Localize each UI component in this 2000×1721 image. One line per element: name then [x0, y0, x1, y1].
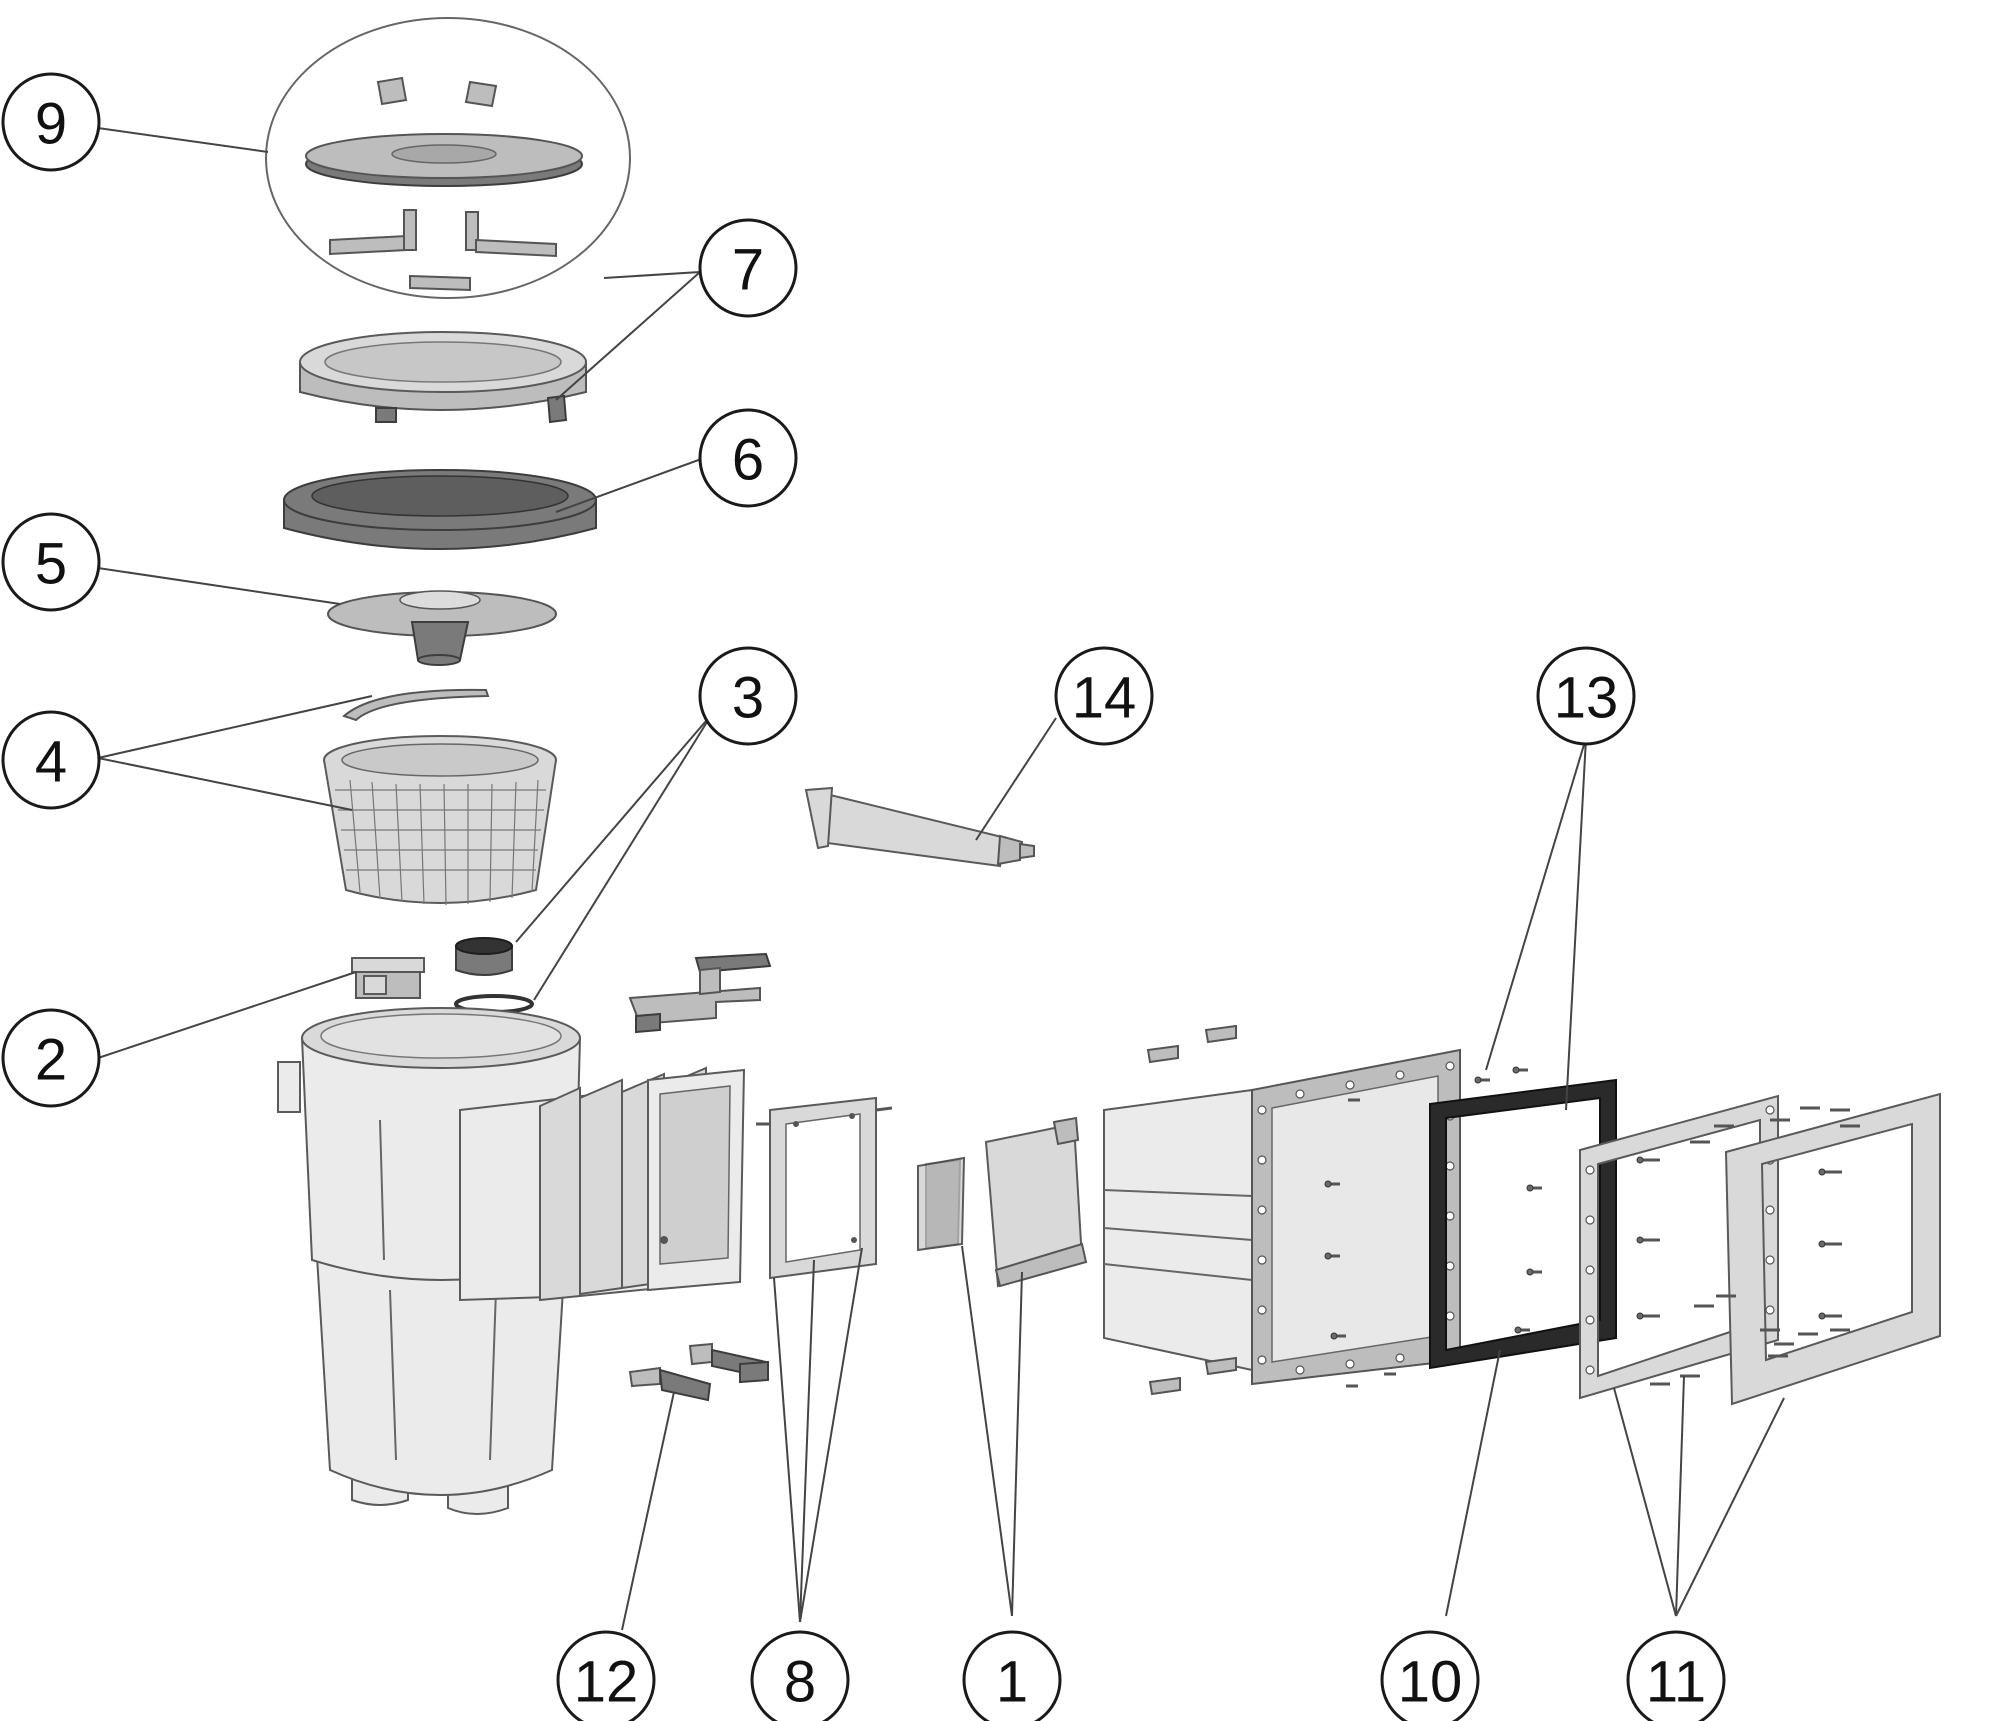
callout-5: 5 — [1, 512, 101, 612]
part-4-basket — [323, 688, 557, 906]
part-6-adaptor-ring — [283, 469, 597, 550]
skimmer-body — [277, 1007, 746, 1515]
callout-8-label: 8 — [784, 1650, 816, 1715]
callout-7-label: 7 — [732, 238, 764, 303]
callout-5-label: 5 — [35, 532, 67, 597]
part-5-float-valve — [327, 590, 557, 666]
part-9-cover-assembly — [265, 17, 631, 299]
callout-7: 7 — [698, 218, 798, 318]
leader-lines — [97, 127, 1785, 1631]
callout-3: 3 — [698, 646, 798, 746]
callout-9-label: 9 — [35, 92, 67, 157]
part-8-flange-frame — [756, 1096, 893, 1280]
part-1-weir-flaps — [917, 1116, 1088, 1288]
faceplate-body — [1103, 1024, 1461, 1396]
callout-6-label: 6 — [732, 428, 764, 493]
callout-1: 1 — [962, 1630, 1062, 1721]
callout-2-label: 2 — [35, 1028, 67, 1093]
part-7-skimmer-ring — [299, 331, 587, 424]
callout-14-label: 14 — [1072, 666, 1137, 731]
callout-11: 11 — [1626, 1630, 1726, 1721]
callout-11-label: 11 — [1646, 1650, 1706, 1715]
callout-2: 2 — [1, 1008, 101, 1108]
callout-13: 13 — [1536, 646, 1636, 746]
part-13-screws — [1324, 1066, 1860, 1388]
callout-13-label: 13 — [1554, 666, 1619, 731]
part-3-plug-and-oring — [454, 937, 534, 1014]
callout-9: 9 — [1, 72, 101, 172]
callout-12: 12 — [556, 1630, 656, 1721]
callout-14: 14 — [1054, 646, 1154, 746]
callout-3-label: 3 — [732, 666, 764, 731]
callout-10: 10 — [1380, 1630, 1480, 1721]
callout-1-label: 1 — [996, 1650, 1028, 1715]
callout-10-label: 10 — [1398, 1650, 1463, 1715]
callout-12-label: 12 — [574, 1650, 639, 1715]
upper-mounting-clips — [628, 952, 772, 1034]
callout-4-label: 4 — [35, 730, 67, 795]
callout-8: 8 — [750, 1630, 850, 1721]
part-12-lower-clips — [628, 1342, 770, 1402]
part-14-sealant-tube — [804, 786, 1035, 868]
part-11-clamp-frames — [1579, 1092, 1941, 1406]
part-2-nozzle — [351, 957, 425, 999]
callout-6: 6 — [698, 408, 798, 508]
callout-4: 4 — [1, 710, 101, 810]
